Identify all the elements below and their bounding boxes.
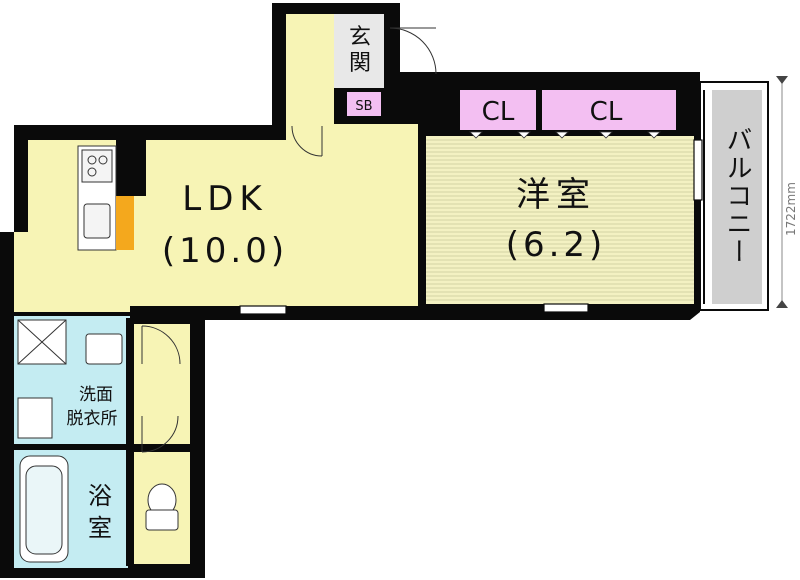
- closet-marks: [469, 131, 661, 139]
- closet-1-label: CL: [482, 97, 515, 127]
- kitchen-counter-edge: [116, 196, 134, 250]
- western-floor-pattern: [426, 139, 694, 301]
- ldk-name: LDK: [182, 179, 267, 219]
- washroom-cabinet: [17, 397, 53, 439]
- western-room-size: (6.2): [506, 225, 607, 265]
- hallway-floor: [286, 14, 334, 126]
- entrance-label-1: 玄: [349, 25, 371, 50]
- shoe-box-label: SB: [355, 99, 372, 114]
- washroom-label-2: 脱衣所: [67, 409, 118, 429]
- balcony-label: バルコニー: [722, 126, 752, 266]
- shoe-box-floor: [347, 92, 381, 116]
- dimension-arrow-icon: [776, 76, 788, 84]
- balcony-dimension: 1722mm: [776, 76, 798, 308]
- doors: [141, 27, 437, 453]
- labels: LDK (10.0) 洋室 (6.2) 玄 関 SB CL CL 洗面 脱衣所 …: [67, 25, 753, 542]
- entrance-label-2: 関: [349, 51, 371, 76]
- washbasin: [85, 333, 123, 365]
- bath-label-2: 室: [88, 514, 112, 542]
- entrance-floor: [334, 14, 384, 88]
- kitchen: [77, 145, 134, 251]
- balcony: [699, 81, 769, 311]
- balcony-dimension-label: 1722mm: [784, 182, 798, 236]
- western-room-name: 洋室: [516, 175, 596, 215]
- interior-walls: [14, 14, 426, 568]
- ldk-size: (10.0): [162, 231, 288, 271]
- windows: [239, 139, 703, 315]
- sink: [83, 203, 111, 239]
- closet-1-floor: [460, 90, 536, 130]
- closet-2-label: CL: [590, 97, 623, 127]
- bath-label-1: 浴: [88, 482, 112, 510]
- stove: [81, 149, 113, 183]
- fixtures: [17, 319, 179, 563]
- washroom-label-1: 洗面: [79, 385, 113, 405]
- toilet-hall-floor: [134, 324, 190, 444]
- closet-2-floor: [542, 90, 676, 130]
- ldk-floor: [14, 124, 418, 318]
